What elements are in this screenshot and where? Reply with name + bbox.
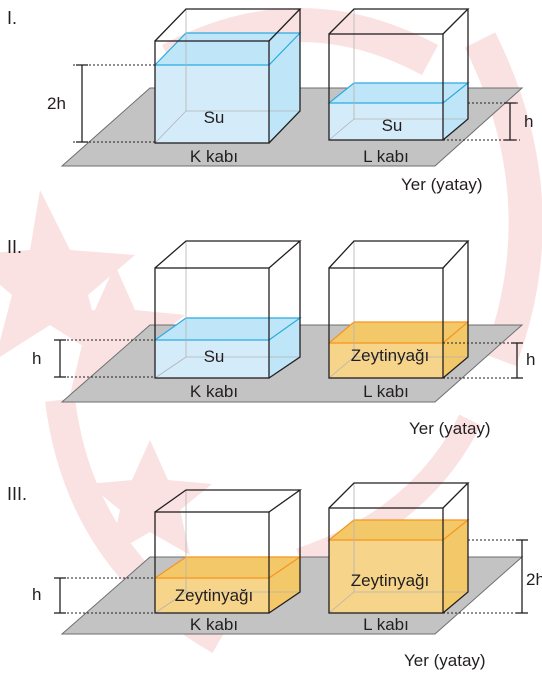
level-marker-l: 2h: [443, 539, 542, 614]
liquid-label: Su: [204, 347, 225, 366]
level-marker-k: 2h: [47, 64, 155, 143]
water-surface: [329, 83, 468, 103]
container-k: Zeytinyağı K kabı: [153, 489, 303, 634]
water-side: [269, 318, 300, 378]
ground-label: Yer (yatay): [409, 419, 491, 438]
container-k: Su K kabı: [153, 8, 302, 166]
container-l: Zeytinyağı L kabı: [327, 482, 470, 634]
oil-front: [329, 343, 443, 378]
container-l: Zeytinyağı L kabı: [327, 240, 470, 401]
panel-numeral: I.: [7, 8, 17, 28]
watermark-star: [0, 190, 135, 360]
liquid-label: Zeytinyağı: [351, 346, 429, 365]
oil-side: [443, 322, 468, 378]
liquid-label: Zeytinyağı: [351, 571, 429, 590]
ground-label: Yer (yatay): [401, 175, 483, 194]
watermark-star: [88, 440, 212, 555]
water-front: [155, 340, 269, 378]
level-marker-k: h: [32, 577, 155, 614]
water-front: [155, 65, 269, 143]
panel-2: II. Su K kabı: [7, 237, 535, 438]
level-label: h: [32, 585, 41, 604]
oil-side: [269, 557, 300, 613]
level-marker-l: h: [443, 342, 535, 379]
oil-front: [329, 540, 443, 613]
oil-side: [443, 520, 468, 613]
level-label: h: [32, 349, 41, 368]
level-label: 2h: [526, 570, 542, 589]
container-label: L kabı: [363, 615, 409, 634]
ground-label: Yer (yatay): [404, 651, 486, 670]
container-label: K kabı: [190, 147, 238, 166]
liquid-label: Su: [382, 116, 403, 135]
level-label: 2h: [47, 94, 66, 113]
oil-surface: [155, 557, 300, 578]
panel-numeral: II.: [7, 237, 22, 257]
container-label: K kabı: [190, 615, 238, 634]
panel-3: III. Zeytinyağı K kabı: [7, 482, 542, 670]
oil-front: [155, 578, 269, 613]
container-label: L kabı: [363, 382, 409, 401]
oil-surface: [329, 520, 468, 540]
liquid-label: Zeytinyağı: [175, 586, 253, 605]
level-marker-k: h: [32, 339, 155, 378]
level-label: h: [526, 350, 535, 369]
water-surface: [155, 318, 300, 340]
panel-1: I. Su K kabı: [7, 8, 533, 194]
container-l: Su L kabı: [327, 8, 470, 166]
panel-numeral: III.: [7, 484, 27, 504]
water-front: [329, 103, 443, 140]
water-side: [269, 33, 300, 143]
container-label: K kabı: [190, 382, 238, 401]
water-side: [443, 83, 468, 140]
liquid-label: Su: [204, 108, 225, 127]
container-k: Su K kabı: [153, 240, 302, 401]
level-marker-l: h: [443, 102, 533, 141]
watermark-arc: [464, 32, 542, 366]
level-label: h: [524, 112, 533, 131]
oil-surface: [329, 322, 468, 343]
container-label: L kabı: [363, 147, 409, 166]
